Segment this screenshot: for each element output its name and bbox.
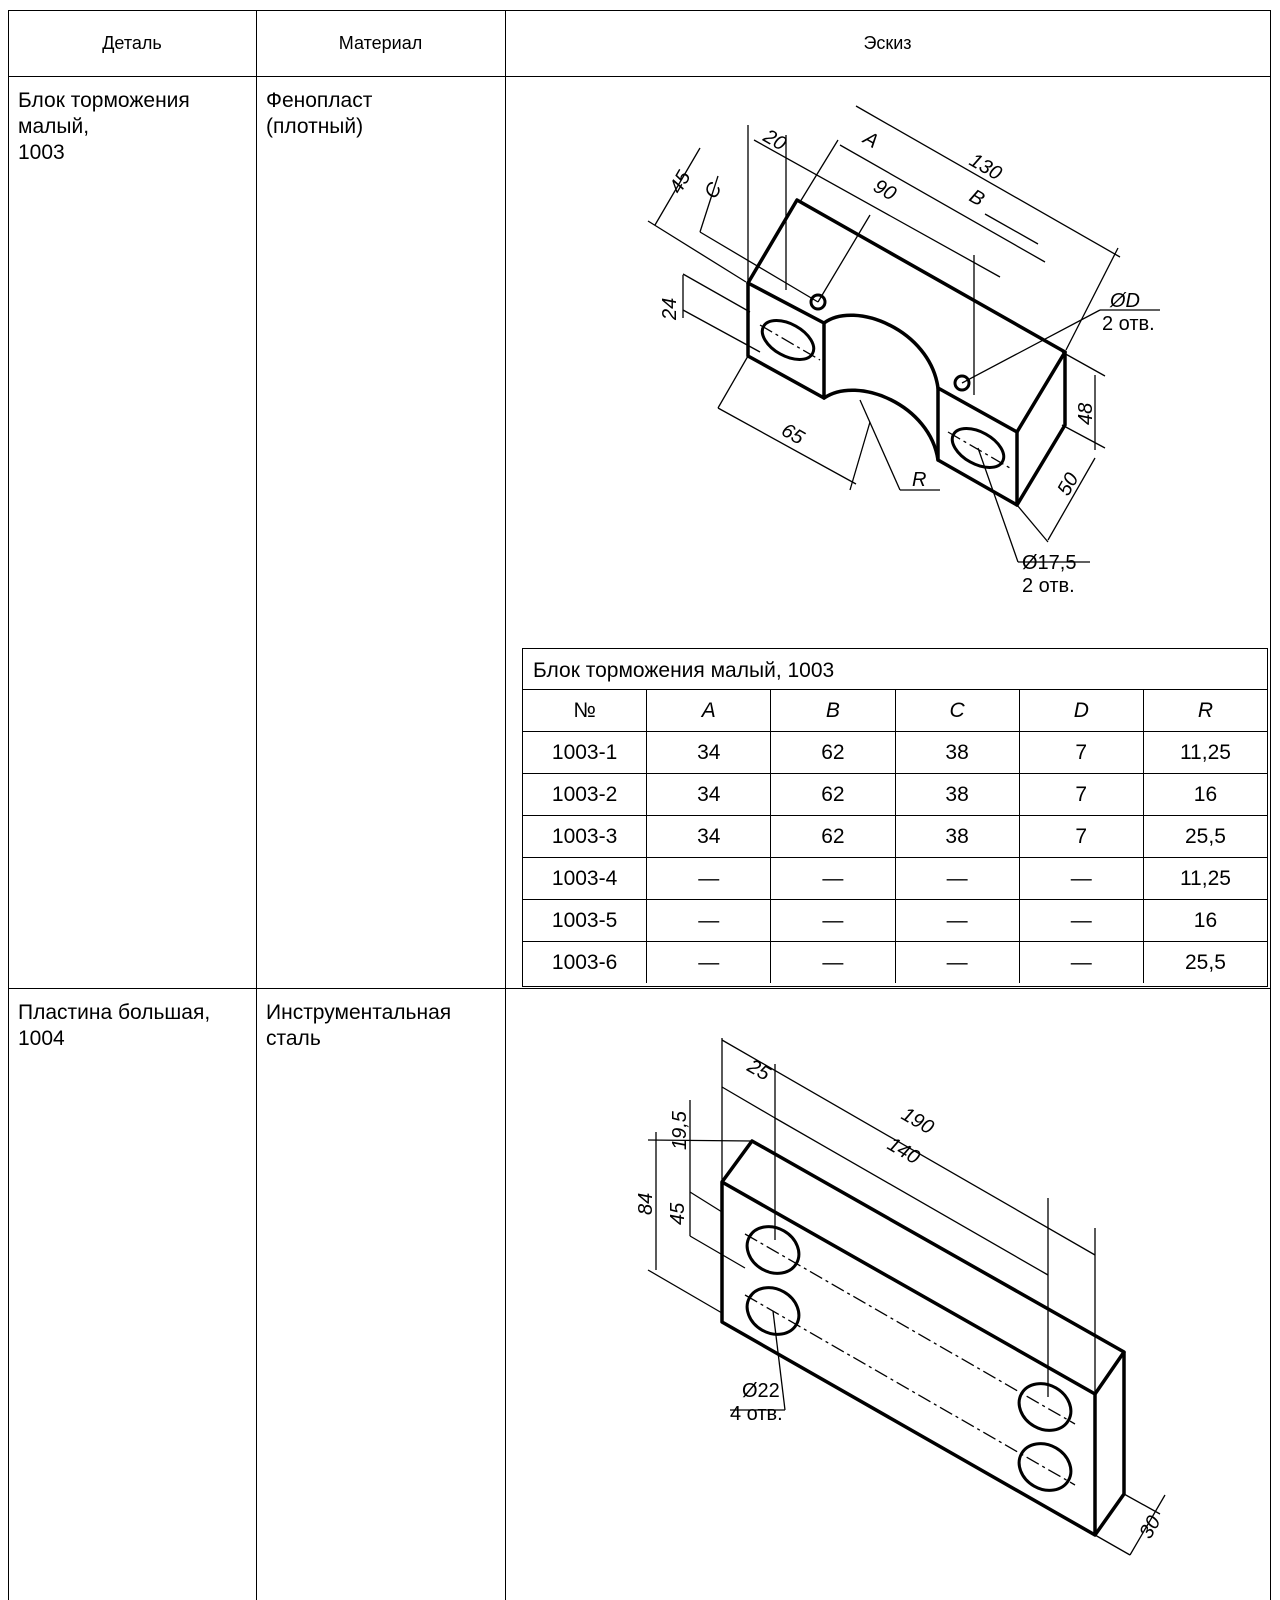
table-cell: 7 [1020, 815, 1144, 857]
table-cell: — [647, 899, 772, 941]
table-left-border [8, 10, 9, 1600]
table-cell: 1003-1 [523, 731, 648, 773]
material-name: Инструментальная сталь [266, 1001, 452, 1050]
variants-header-cell: R [1197, 699, 1214, 722]
dim-90: 90 [870, 175, 900, 205]
detail-name: Блок торможения малый, 1003 [18, 89, 190, 164]
dim-22-holes: 4 отв. [730, 1403, 783, 1425]
table-row: 1003-5 — — — — 16 [523, 899, 1267, 942]
row-divider [8, 988, 1271, 989]
table-cell: 62 [771, 731, 896, 773]
dim-C: C [700, 179, 727, 203]
dim-22: Ø22 [742, 1380, 780, 1402]
dim-84: 84 [635, 1193, 657, 1215]
dim-17-5-holes: 2 отв. [1022, 575, 1075, 597]
dim-48: 48 [1075, 403, 1097, 425]
dim-25: 25 [743, 1055, 775, 1086]
table-cell: 38 [896, 815, 1020, 857]
column-divider [256, 10, 257, 1600]
dim-65: 65 [778, 419, 809, 450]
variants-table-title: Блок торможения малый, 1003 [523, 649, 1267, 690]
dim-45: 45 [667, 1202, 689, 1225]
table-cell: 11,25 [1179, 741, 1231, 764]
dim-45: 45 [665, 166, 696, 197]
variants-header-cell: B [771, 689, 896, 731]
variants-header-cell: № [523, 689, 648, 731]
dim-D-holes: 2 отв. [1102, 313, 1155, 335]
table-cell: — [1020, 899, 1144, 941]
table-row: 1003-4 — — — — 11,25 [523, 857, 1267, 900]
dim-B: B [966, 185, 989, 211]
table-cell: 62 [771, 773, 896, 815]
dim-130: 130 [966, 149, 1006, 185]
table-cell: 11,25 [1179, 867, 1231, 890]
header-divider [8, 76, 1271, 77]
table-cell: 34 [647, 773, 772, 815]
dim-R: R [912, 469, 926, 491]
table-right-border [1270, 10, 1271, 1600]
table-cell: 7 [1020, 731, 1144, 773]
table-top-border [8, 10, 1271, 11]
table-cell: — [896, 899, 1020, 941]
table-cell: — [771, 899, 896, 941]
material-name: Фенопласт (плотный) [266, 89, 373, 138]
table-cell: 1003-2 [523, 773, 648, 815]
sketch-large-plate: 25 190 140 19,5 84 45 Ø22 4 отв. 30 [635, 1038, 1166, 1556]
sketch-braking-block: 20 A 130 90 B 45 C 24 ØD 2 отв. 48 65 R … [647, 105, 1160, 597]
table-cell: 16 [1193, 909, 1218, 932]
dim-20: 20 [759, 125, 790, 156]
table-cell: — [771, 857, 896, 899]
dim-190: 190 [898, 1103, 938, 1139]
table-cell: — [771, 941, 896, 983]
table-cell: — [647, 941, 772, 983]
table-row: 1003-1 34 62 38 7 11,25 [523, 731, 1267, 774]
dim-D: ØD [1109, 290, 1140, 312]
table-cell: 25,5 [1185, 825, 1226, 848]
table-cell: 34 [647, 731, 772, 773]
column-divider [505, 10, 506, 1600]
table-cell: 1003-4 [523, 857, 648, 899]
table-cell: — [1020, 941, 1144, 983]
table-cell: 1003-6 [523, 941, 648, 983]
table-cell: 62 [771, 815, 896, 857]
table-cell: — [647, 857, 772, 899]
table-row: 1003-2 34 62 38 7 16 [523, 773, 1267, 816]
table-cell: — [896, 941, 1020, 983]
dim-17-5: Ø17,5 [1022, 552, 1076, 574]
table-cell: 25,5 [1185, 951, 1226, 974]
table-cell: 16 [1193, 783, 1218, 806]
table-row: 1003-6 — — — — 25,5 [523, 941, 1267, 983]
detail-name: Пластина большая, 1004 [18, 1001, 211, 1050]
header-detail: Деталь [102, 32, 162, 53]
dim-50: 50 [1053, 469, 1083, 499]
parts-table: Деталь Материал Эскиз Блок торможения ма… [8, 10, 1271, 1600]
variants-table: Блок торможения малый, 1003 № A B C D R … [522, 648, 1268, 987]
table-cell: 1003-3 [523, 815, 648, 857]
variants-header-row: № A B C D R [523, 689, 1267, 732]
dim-24: 24 [659, 298, 681, 321]
variants-header-cell: C [896, 689, 1020, 731]
table-cell: 38 [896, 731, 1020, 773]
table-row: 1003-3 34 62 38 7 25,5 [523, 815, 1267, 858]
dim-19-5: 19,5 [669, 1110, 691, 1150]
table-cell: — [896, 857, 1020, 899]
variants-header-cell: A [647, 689, 772, 731]
table-cell: — [1020, 857, 1144, 899]
table-cell: 34 [647, 815, 772, 857]
header-sketch: Эскиз [863, 32, 912, 53]
table-cell: 1003-5 [523, 899, 648, 941]
dim-140: 140 [884, 1133, 924, 1169]
dim-A: A [859, 127, 882, 153]
header-material: Материал [338, 32, 423, 53]
variants-header-cell: D [1020, 689, 1144, 731]
table-cell: 7 [1020, 773, 1144, 815]
table-cell: 38 [896, 773, 1020, 815]
